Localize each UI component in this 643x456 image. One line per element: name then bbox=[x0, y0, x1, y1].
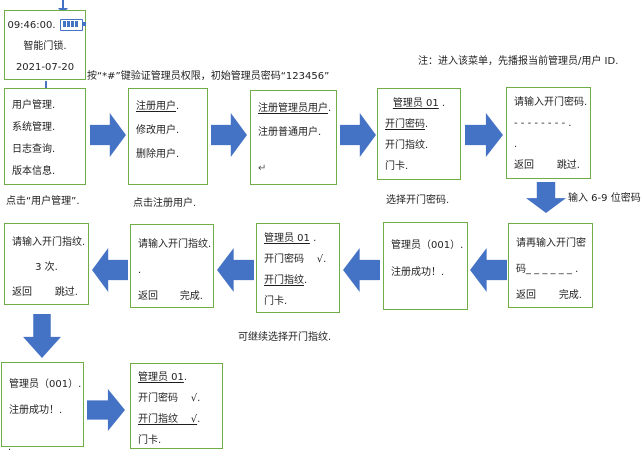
node-register-type-menu: 注册管理员用户. 注册普通用户. ↵ bbox=[250, 90, 337, 185]
home-time-row: 09:46:00. bbox=[5, 15, 86, 36]
menu-item-door-password: 开门密码. bbox=[385, 119, 429, 130]
note-verify-admin: 按“*#”键验证管理员权限，初始管理员密码“123456” bbox=[87, 71, 330, 82]
arrow-right-3-icon bbox=[340, 113, 376, 157]
menu-item-door-password-checked: 开门密码 √. bbox=[264, 254, 327, 265]
softkey-row: 返回 完成. bbox=[509, 283, 592, 309]
node-credential-menu-2: 管理员 01 . 开门密码 √. 开门指纹. 门卡. bbox=[256, 223, 340, 313]
menu-item-register-normal: 注册普通用户. bbox=[258, 127, 322, 138]
blank-line: . bbox=[138, 265, 142, 276]
home-date: 2021-07-20 bbox=[15, 62, 75, 73]
stray-dot: . bbox=[8, 442, 12, 453]
menu-item-modify-user: 修改用户. bbox=[136, 125, 180, 136]
arrow-left-1-icon bbox=[470, 248, 507, 292]
menu-item-system-mgmt: 系统管理. bbox=[12, 122, 56, 133]
menu-item-door-fingerprint-checked: 开门指纹 √. bbox=[138, 414, 201, 425]
node-register-success-1: 管理员（001）. 注册成功！. bbox=[383, 222, 468, 310]
home-time: 09:46:00. bbox=[7, 20, 56, 31]
softkey-row: 返回 完成. bbox=[131, 284, 213, 310]
softkey-back: 返回 bbox=[12, 287, 32, 298]
softkey-skip: 跳过. bbox=[556, 160, 580, 171]
arrow-right-1-icon bbox=[90, 113, 126, 157]
success-admin-id: 管理员（001）. bbox=[9, 379, 82, 390]
menu-item-delete-user: 删除用户. bbox=[136, 149, 180, 160]
softkey-back: 返回 bbox=[138, 291, 158, 302]
success-admin-id: 管理员（001）. bbox=[391, 240, 464, 251]
return-mark-icon: ↵ bbox=[258, 163, 267, 174]
menu-item-door-card: 门卡. bbox=[138, 435, 162, 446]
arrow-right-5-icon bbox=[87, 389, 125, 431]
softkey-row: 返回 跳过. bbox=[507, 155, 590, 176]
menu-item-door-password-checked: 开门密码 √. bbox=[138, 393, 201, 404]
connector-home-to-menu bbox=[45, 81, 47, 88]
node-register-menu: 注册用户. 修改用户. 删除用户. bbox=[128, 88, 208, 185]
softkey-skip: 跳过. bbox=[54, 287, 78, 298]
menu-item-door-fingerprint: 开门指纹. bbox=[385, 140, 429, 151]
softkey-back: 返回 bbox=[514, 160, 534, 171]
password-input-dashes: - - - - - - - - . bbox=[514, 118, 572, 129]
blank-line: . bbox=[514, 139, 518, 150]
menu-item-user-mgmt: 用户管理. bbox=[12, 100, 56, 111]
softkey-row: 返回 跳过. bbox=[5, 280, 88, 305]
password-prompt: 请输入开门密码. bbox=[514, 97, 588, 108]
fingerprint-prompt: 请输入开门指纹. bbox=[138, 239, 212, 250]
arrow-right-2-icon bbox=[211, 113, 247, 157]
softkey-done: 完成. bbox=[179, 291, 203, 302]
menu-item-register-user: 注册用户. bbox=[136, 101, 180, 112]
arrow-down-2-icon bbox=[23, 314, 61, 358]
credential-header: 管理员 01 . bbox=[264, 233, 317, 244]
node-register-success-2: 管理员（001）. 注册成功！. bbox=[1, 362, 84, 447]
menu-item-log-query: 日志查询. bbox=[12, 144, 56, 155]
caption-enter-digits: 输入 6-9 位密码 bbox=[568, 193, 641, 204]
menu-item-register-admin: 注册管理员用户. bbox=[258, 103, 332, 114]
arrow-left-2-icon bbox=[343, 248, 380, 292]
arrow-right-4-icon bbox=[465, 113, 503, 157]
node-home-screen: 09:46:00. 智能门锁. 2021-07-20 bbox=[4, 10, 86, 80]
menu-item-door-card: 门卡. bbox=[385, 161, 409, 172]
node-reenter-password: 请再输入开门密 码_ _ _ _ _ _ . 返回 完成. bbox=[508, 223, 593, 308]
entry-arrow-shaft bbox=[62, 0, 64, 8]
battery-icon bbox=[59, 19, 86, 31]
success-message: 注册成功！. bbox=[391, 267, 445, 278]
credential-header: 管理员 01 . bbox=[392, 98, 446, 109]
softkey-back: 返回 bbox=[516, 290, 536, 301]
softkey-done: 完成. bbox=[558, 290, 582, 301]
fingerprint-prompt: 请输入开门指纹. bbox=[12, 237, 86, 248]
menu-item-door-fingerprint: 开门指纹. bbox=[264, 275, 308, 286]
arrow-left-4-icon bbox=[92, 248, 128, 292]
node-fingerprint-prompt: 请输入开门指纹. 3 次. 返回 跳过. bbox=[4, 223, 89, 305]
caption-select-password: 选择开门密码. bbox=[386, 195, 450, 206]
arrow-down-1-icon bbox=[526, 182, 566, 213]
caption-click-user-mgmt: 点击“用户管理”. bbox=[6, 196, 80, 207]
node-credential-menu-1: 管理员 01 . 开门密码. 开门指纹. 门卡. bbox=[377, 88, 461, 180]
node-enter-password: 请输入开门密码. - - - - - - - - . . 返回 跳过. bbox=[506, 87, 591, 179]
reenter-prompt-1: 请再输入开门密 bbox=[516, 238, 586, 249]
credential-header: 管理员 01. bbox=[138, 372, 188, 383]
menu-item-door-card: 门卡. bbox=[264, 296, 288, 307]
menu-item-version-info: 版本信息. bbox=[12, 166, 56, 177]
node-credential-menu-3: 管理员 01. 开门密码 √. 开门指纹 √. 门卡. bbox=[130, 363, 223, 449]
caption-click-register: 点击注册用户. bbox=[133, 198, 197, 209]
home-title: 智能门锁. bbox=[23, 41, 67, 52]
fingerprint-times: 3 次. bbox=[35, 262, 58, 273]
node-fingerprint-confirm: 请输入开门指纹. . 返回 完成. bbox=[130, 224, 214, 308]
arrow-left-3-icon bbox=[217, 248, 254, 292]
reenter-prompt-2: 码_ _ _ _ _ _ . bbox=[516, 264, 579, 275]
note-menu-announce: 注：进入该菜单，先播报当前管理员/用户 ID. bbox=[418, 56, 619, 67]
node-main-menu: 用户管理. 系统管理. 日志查询. 版本信息. bbox=[4, 88, 86, 185]
success-message: 注册成功！. bbox=[9, 405, 63, 416]
caption-continue-fingerprint: 可继续选择开门指纹. bbox=[238, 332, 332, 343]
